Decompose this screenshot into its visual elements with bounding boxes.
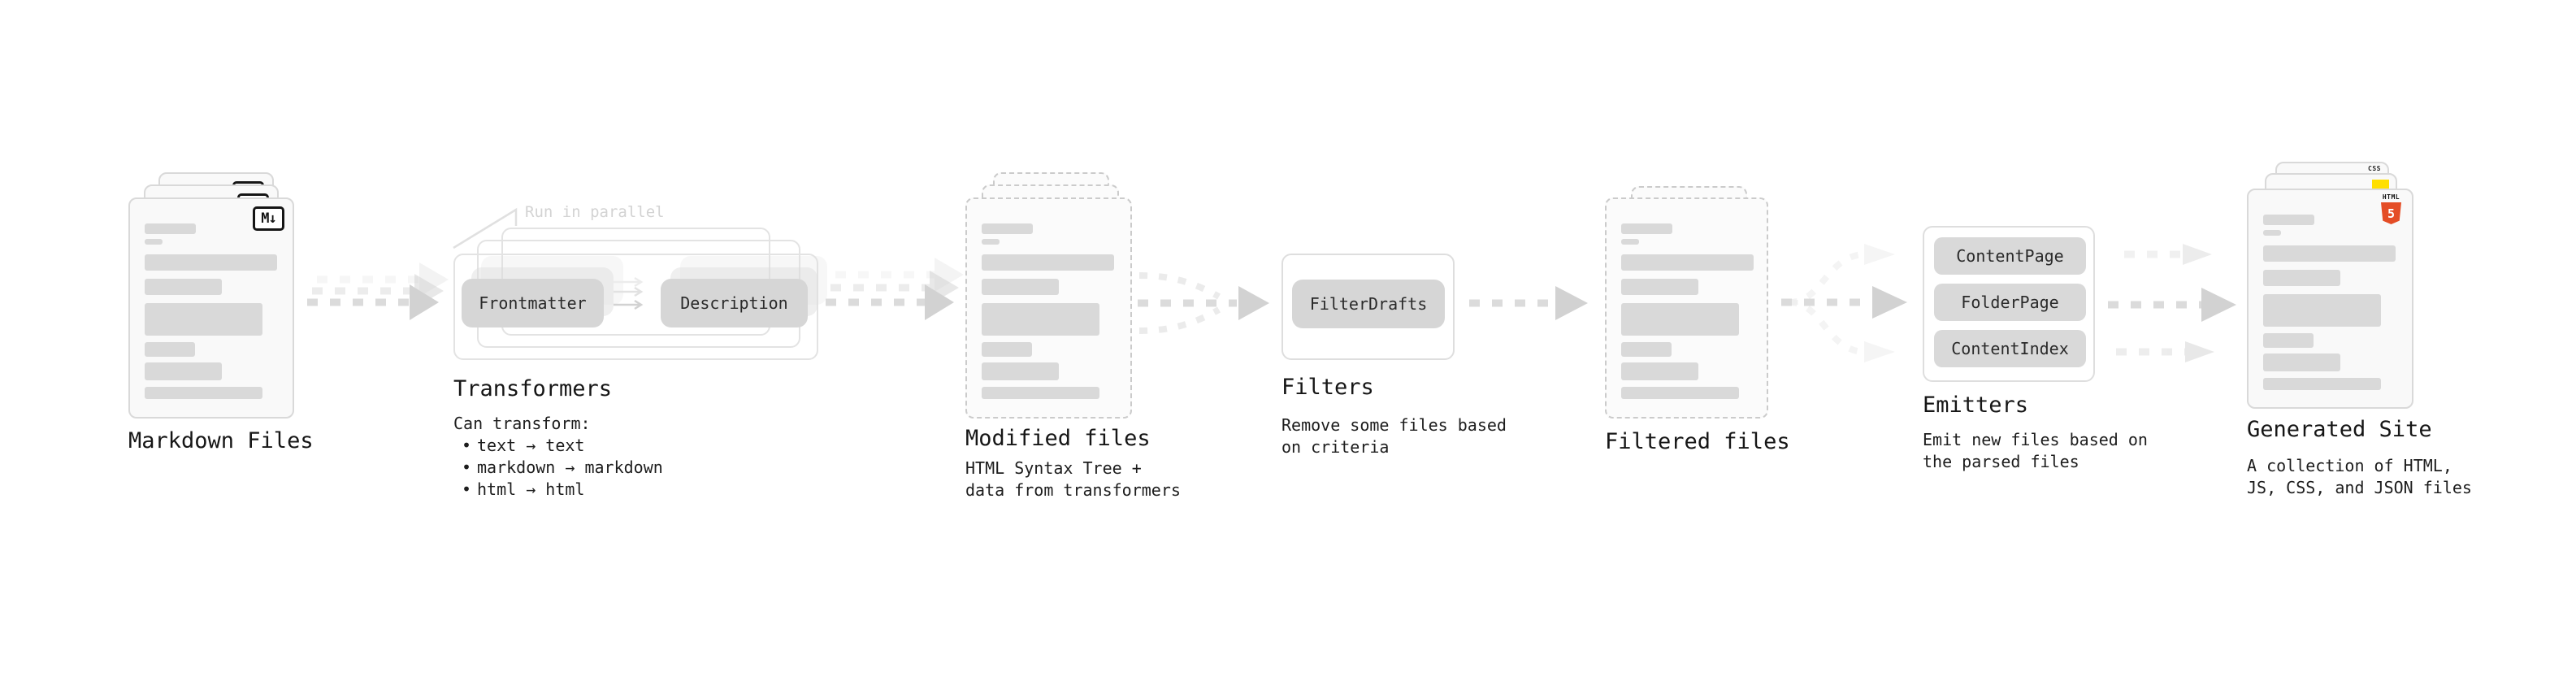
doc-text-bar xyxy=(2263,294,2381,327)
run-in-parallel-label: Run in parallel xyxy=(525,203,665,221)
doc-text-bar xyxy=(145,387,262,399)
stage-title-transformers: Transformers xyxy=(453,376,613,401)
js-file-icon xyxy=(2372,180,2389,189)
doc-text-bar xyxy=(1621,223,1672,234)
doc-text-bar xyxy=(145,223,196,234)
doc-text-bar xyxy=(2263,354,2340,371)
emitter-node-folderpage: FolderPage xyxy=(1934,284,2086,321)
transformers-bullet-list: text → text markdown → markdown html → h… xyxy=(453,435,663,501)
document-placeholder-text xyxy=(2249,190,2412,390)
doc-text-bar xyxy=(2263,245,2396,262)
document-placeholder-text xyxy=(130,199,293,399)
doc-text-bar xyxy=(1621,239,1639,245)
filters-description: Remove some files based on criteria xyxy=(1281,415,1507,457)
doc-text-bar xyxy=(1621,254,1754,271)
emitter-node-contentpage: ContentPage xyxy=(1934,237,2086,275)
doc-text-bar xyxy=(1621,387,1739,399)
stage-title-filters: Filters xyxy=(1281,375,1374,400)
emitter-node-contentindex: ContentIndex xyxy=(1934,330,2086,367)
doc-text-bar xyxy=(145,254,277,271)
doc-text-bar xyxy=(145,239,163,245)
doc-text-bar xyxy=(145,342,195,357)
flow-arrow-filters-to-filtered xyxy=(1469,286,1588,320)
stage-title-filtered-files: Filtered files xyxy=(1605,429,1790,454)
transformer-node-frontmatter: Frontmatter xyxy=(462,279,604,327)
stage-title-emitters: Emitters xyxy=(1923,393,2029,418)
doc-text-bar xyxy=(982,254,1114,271)
transformers-description: Can transform: text → text markdown → ma… xyxy=(453,413,663,501)
markdown-icon: M↓ xyxy=(253,206,284,231)
doc-text-bar xyxy=(2263,378,2381,390)
modified-file-card-front xyxy=(965,197,1132,419)
document-placeholder-text xyxy=(967,199,1130,399)
markdown-file-card-front: M↓ xyxy=(128,197,294,419)
doc-text-bar xyxy=(145,303,262,336)
doc-text-bar xyxy=(1621,342,1672,357)
transformers-heading: Can transform: xyxy=(453,414,591,433)
stage-title-modified-files: Modified files xyxy=(965,426,1151,451)
generated-file-card-html: HTML 5 xyxy=(2247,189,2413,409)
html5-shield: 5 xyxy=(2381,202,2401,224)
bullet-item: text → text xyxy=(453,435,663,457)
doc-text-bar xyxy=(982,223,1033,234)
doc-text-bar xyxy=(2263,230,2281,236)
doc-text-bar xyxy=(145,279,222,295)
run-in-parallel-callout-line xyxy=(453,207,518,249)
flow-arrow-transformers-to-modified xyxy=(826,258,964,320)
generated-site-description: A collection of HTML, JS, CSS, and JSON … xyxy=(2247,456,2472,497)
doc-text-bar xyxy=(982,362,1059,380)
doc-text-bar xyxy=(145,362,222,380)
modified-files-description: HTML Syntax Tree + data from transformer… xyxy=(965,458,1181,500)
flow-arrow-filtered-to-emitters-diverge xyxy=(1781,244,1907,362)
doc-text-bar xyxy=(1621,279,1698,295)
stage-title-markdown-files: Markdown Files xyxy=(128,428,314,453)
doc-text-bar xyxy=(982,279,1059,295)
transformer-node-description: Description xyxy=(661,279,808,327)
emitters-description: Emit new files based on the parsed files xyxy=(1923,430,2148,471)
document-placeholder-text xyxy=(1607,199,1767,399)
bullet-item: markdown → markdown xyxy=(453,457,663,479)
html5-file-icon: HTML 5 xyxy=(2381,193,2401,224)
transformer-step-arrows xyxy=(614,276,644,310)
doc-text-bar xyxy=(982,387,1099,399)
transformer-layer-front xyxy=(453,254,818,360)
flow-arrow-modified-to-filters-converge xyxy=(1138,272,1269,334)
bullet-item: html → html xyxy=(453,479,663,501)
filtered-file-card-front xyxy=(1605,197,1768,419)
filter-node-filterdrafts: FilterDrafts xyxy=(1292,280,1445,328)
doc-text-bar xyxy=(2263,333,2314,348)
stage-title-generated-site: Generated Site xyxy=(2247,417,2432,442)
doc-text-bar xyxy=(982,239,1000,245)
doc-text-bar xyxy=(2263,215,2314,225)
doc-text-bar xyxy=(1621,362,1698,380)
doc-text-bar xyxy=(982,303,1099,336)
flow-arrow-markdown-to-transformers xyxy=(307,262,449,320)
doc-text-bar xyxy=(982,342,1032,357)
doc-text-bar xyxy=(1621,303,1739,336)
flow-arrow-emitters-to-generated xyxy=(2108,244,2236,362)
doc-text-bar xyxy=(2263,270,2340,286)
